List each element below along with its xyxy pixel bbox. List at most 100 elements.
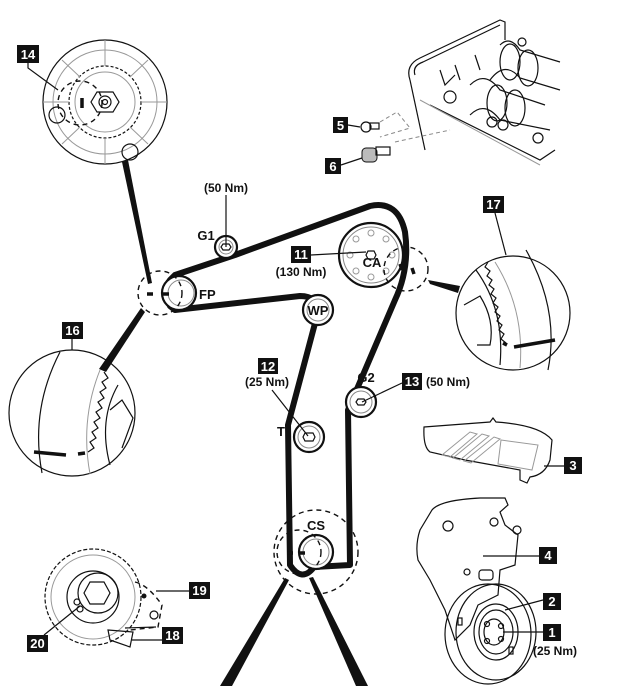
detail-17-locator-circle xyxy=(383,246,429,292)
pulley-wp-inner xyxy=(306,298,330,322)
detail-14-pointer xyxy=(122,160,152,284)
callout-19-number: 19 xyxy=(192,583,206,598)
part-18-bracket xyxy=(107,629,134,648)
detail-17-circle xyxy=(455,255,571,371)
pulley-ca-label: CA xyxy=(363,255,382,270)
callout-20-number: 20 xyxy=(30,636,44,651)
ca-hole xyxy=(367,273,375,281)
detail-16-pulley-mark xyxy=(77,451,86,456)
callout-4-number: 4 xyxy=(544,548,552,563)
callout-6-box xyxy=(325,158,341,174)
ca-hole xyxy=(367,229,375,237)
part-1-bolt xyxy=(483,620,491,628)
detail-16-teeth xyxy=(87,371,109,453)
detail-14-boss xyxy=(48,106,66,124)
callout-5-number: 5 xyxy=(337,118,344,133)
camshaft-upper-lower-edge xyxy=(489,68,561,91)
pulley-ca-bolt xyxy=(365,250,377,260)
pulley-wp-label: WP xyxy=(308,303,329,318)
callout-11-number: 11 xyxy=(294,247,308,262)
callout-19-box xyxy=(189,582,210,599)
pulley-t-inner xyxy=(297,425,321,449)
pulley-g2-bolt xyxy=(355,398,367,406)
callout-20-box xyxy=(27,635,48,652)
part-3-outline xyxy=(423,417,553,484)
head-cover-edge-inner xyxy=(413,24,501,76)
head-rib xyxy=(439,69,456,87)
part-4-boss xyxy=(512,525,522,535)
detail-14-spoke xyxy=(129,59,149,78)
detail-16-belt-edge xyxy=(38,351,61,474)
pulley-g1: (50 Nm) G1 xyxy=(197,181,248,260)
ca-hole xyxy=(382,267,390,275)
detail-14-spoke xyxy=(61,126,81,145)
g1-torque: (50 Nm) xyxy=(204,181,248,195)
part-5-bolt-head xyxy=(360,121,372,133)
part-4-outline xyxy=(416,497,519,642)
pulley-ca-body xyxy=(337,221,405,289)
detail-17-teeth xyxy=(484,261,507,344)
callout-11-box xyxy=(291,246,311,263)
callout-18-box xyxy=(162,627,183,644)
part-5-bolt-shank xyxy=(369,122,380,130)
detail-16-locator-circle xyxy=(137,270,183,316)
part-4-boss xyxy=(489,517,499,527)
callout-3-box xyxy=(564,457,582,474)
head-boss xyxy=(443,90,457,104)
pulley-ca-holes xyxy=(346,229,396,281)
head-rib xyxy=(474,54,481,71)
callout-16-number: 16 xyxy=(65,323,79,338)
pulley-g1-label: G1 xyxy=(197,228,214,243)
part-4-lower-cover: 4 xyxy=(416,497,557,642)
pulley-fp: FP xyxy=(137,270,216,316)
callout-5-leader xyxy=(347,124,361,128)
head-boss xyxy=(532,132,544,144)
tensioner-arm-outline xyxy=(129,581,163,631)
detail-14-nut-bore xyxy=(98,95,112,109)
callout-14-box xyxy=(17,45,39,63)
callout-12-box xyxy=(258,358,278,374)
gear-teeth xyxy=(44,548,142,646)
part-6-pin-head xyxy=(361,147,378,163)
detail-14-injection-pump-sprocket: 14 xyxy=(17,39,168,284)
detail-17-belt-edge xyxy=(475,269,502,366)
head-cover-side xyxy=(409,79,426,151)
pulley-wp: WP xyxy=(301,293,335,327)
ca-belt-mark xyxy=(398,263,404,271)
pulley-g2-label: G2 xyxy=(357,370,374,385)
cs-locator-circle xyxy=(276,529,322,575)
detail-14-boss xyxy=(121,143,139,161)
tool-guide-line xyxy=(379,111,411,138)
detail-14-spoke xyxy=(129,126,149,145)
callout-11-leader xyxy=(310,251,367,256)
camshaft-bearing xyxy=(504,89,526,127)
detail-16-circle xyxy=(8,349,136,477)
part-2-rim-back xyxy=(444,583,532,685)
callout-12-torque: (25 Nm) xyxy=(245,375,289,389)
callout-11-torque: (130 Nm) xyxy=(276,265,327,279)
callout-14-leader xyxy=(27,63,59,91)
part-4-slot xyxy=(478,569,494,581)
ca-hole xyxy=(382,235,390,243)
pulley-ca: CA xyxy=(337,221,429,292)
gear-pin-hole xyxy=(73,598,81,606)
ca-timing-mark xyxy=(410,267,416,275)
callout-17-box xyxy=(483,196,504,213)
detail-17-outer-edge xyxy=(525,249,552,371)
cylinder-head-illustration: 5 6 xyxy=(325,19,561,174)
tensioner-gear-detail: 19 18 20 xyxy=(27,548,210,652)
part-3-rib xyxy=(440,431,479,458)
camshaft-bearing xyxy=(517,49,539,87)
callout-4-box xyxy=(539,547,557,564)
callout-13-box xyxy=(402,373,422,390)
part-2-slot xyxy=(508,646,514,655)
gear-rim xyxy=(50,554,136,640)
pulley-t-label: T xyxy=(277,424,285,439)
tensioner-pointer-dot xyxy=(141,593,147,599)
head-cover-edge xyxy=(408,19,506,81)
head-boss xyxy=(517,37,527,47)
detail-16-fp-alignment: 16 xyxy=(8,308,145,477)
gear-hex-bolt xyxy=(83,581,111,605)
pulley-g1-bolt xyxy=(220,243,232,251)
pulley-cs-label: CS xyxy=(307,518,325,533)
